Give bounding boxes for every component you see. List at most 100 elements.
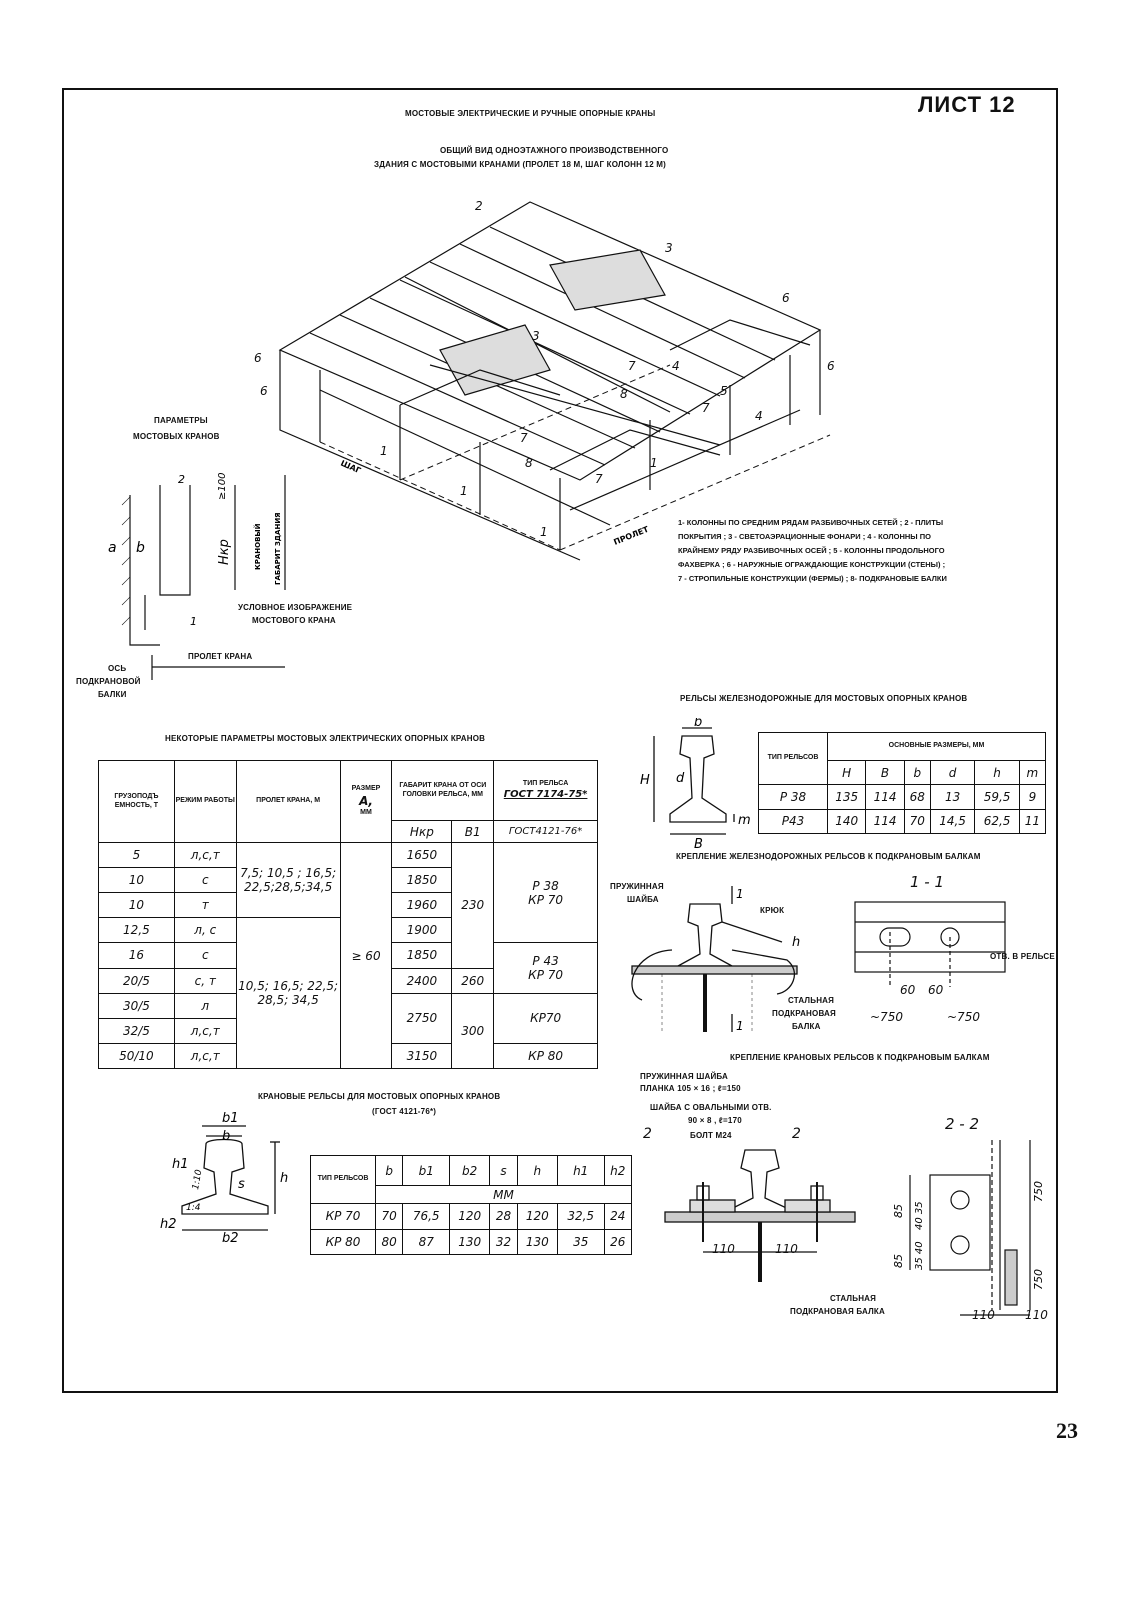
callout-7: 7 — [628, 359, 636, 373]
general-view-title-1: ОБЩИЙ ВИД ОДНОЭТАЖНОГО ПРОИЗВОДСТВЕННОГО — [440, 146, 669, 155]
crane-beam-flange — [664, 1211, 856, 1223]
cell-mode: л,с,т — [173, 1042, 237, 1070]
span-group1-line1: 7,5; 10,5 ; 16,5; — [240, 866, 337, 881]
cell-mode: с, т — [173, 967, 237, 994]
clamp-plate-right — [784, 1199, 831, 1213]
dim-b1: b1 — [222, 1111, 239, 1126]
cell: 70 — [903, 808, 931, 835]
callout-2: 2 — [475, 199, 483, 213]
dim-60b: 60 — [928, 983, 944, 997]
header-rail-type: ТИП РЕЛЬСОВ — [758, 731, 828, 786]
header-rail-type: ТИП РЕЛЬСОВ — [310, 1155, 376, 1204]
cell-b1-230: 230 — [451, 842, 495, 969]
cell-hkr: 2750 — [391, 992, 453, 1044]
callout-1: 1 — [380, 444, 388, 458]
spring-washer-1: ПРУЖИННАЯ — [610, 882, 664, 891]
nut-left — [696, 1185, 710, 1201]
num-2: 2 — [178, 473, 185, 486]
callout-8b: 8 — [525, 456, 533, 470]
header-size: РАЗМЕР α, ММ — [339, 760, 393, 843]
general-view-title-2: ЗДАНИЯ С МОСТОВЫМИ КРАНАМИ (ПРОЛЕТ 18 м,… — [374, 160, 666, 169]
cell-capacity: 30/5 — [98, 992, 175, 1019]
table-row: Р43 140 114 70 14,5 62,5 11 — [758, 808, 1047, 835]
cell-type: Р 38 — [758, 784, 828, 810]
dim-750b: ~750 — [947, 1010, 980, 1024]
clamp-plate-left — [689, 1199, 736, 1213]
callout-1b: 1 — [460, 484, 468, 498]
crane-rail-fastening-drawing — [664, 1149, 856, 1282]
cell: 26 — [603, 1228, 633, 1255]
cell: 70 — [374, 1203, 404, 1230]
cell-hkr: 1850 — [391, 942, 453, 969]
cell-hkr: 1650 — [391, 841, 453, 869]
cell: 62,5 — [974, 808, 1020, 835]
cell-capacity: 16 — [98, 942, 175, 969]
beam-label-1: СТАЛЬНАЯ — [830, 1294, 877, 1303]
crane-rail-outline — [181, 1138, 269, 1215]
crane-rails-table: ТИП РЕЛЬСОВ b b1 b2 s h h1 h2 ММ КР 70 7… — [310, 1155, 633, 1255]
legend-line: ФАХВЕРКА ; 6 - НАРУЖНЫЕ ОГРАЖДАЮЩИЕ КОНС… — [678, 560, 946, 569]
cell: 76,5 — [402, 1203, 451, 1230]
cell: 28 — [489, 1203, 518, 1230]
label-hole: ОТВ. В РЕЛЬСЕ — [990, 952, 1055, 961]
header-clearance: ГАБАРИТ КРАНА ОТ ОСИ ГОЛОВКИ РЕЛЬСА, ММ — [391, 760, 495, 821]
table-row: 30/5 л 2750 300 КР70 — [98, 992, 598, 1070]
cell-capacity: 12,5 — [98, 917, 175, 944]
table-row: Р 38 135 114 68 13 59,5 9 — [758, 784, 1047, 810]
table-row: 50/10 л,с,т 3150 КР 80 — [98, 1042, 598, 1070]
cell-span-group2: 10,5; 16,5; 22,5; 28,5; 34,5 — [235, 917, 341, 1069]
cell: 24 — [603, 1203, 633, 1230]
col-b2: b2 — [449, 1155, 491, 1186]
callout-7d: 7 — [595, 472, 603, 486]
section-1-1: 1 - 1 — [910, 873, 945, 891]
label-crane-clearance: КРАНОВЫЙ — [253, 523, 262, 570]
cell: 59,5 — [974, 784, 1020, 810]
table-row: 10 с 1850 — [98, 867, 598, 894]
grid-axis-line — [399, 364, 671, 481]
table-row: КР 80 80 87 130 32 130 35 26 — [310, 1228, 633, 1255]
label-axis-2: ПОДКРАНОВОЙ — [76, 677, 141, 686]
hook-leader — [721, 921, 783, 943]
cell-hkr: 3150 — [391, 1042, 453, 1070]
rail-kr70c: КР70 — [493, 992, 598, 1044]
rail-kr70b: КР 70 — [528, 968, 564, 983]
rail-plan-outline — [854, 901, 1006, 973]
rail-kr80: КР 80 — [493, 1042, 598, 1070]
grid-axis-line — [319, 441, 561, 551]
callout-1c: 1 — [540, 525, 548, 539]
table-row: 5 л,с,т 7,5; 10,5 ; 16,5; 22,5;28,5;34,5… — [98, 841, 598, 1069]
col-b1: b1 — [402, 1155, 451, 1186]
dim-d: d — [676, 771, 685, 786]
railway-rails-table: ТИП РЕЛЬСОВ ОСНОВНЫЕ РАЗМЕРЫ, ММ H B b d… — [758, 731, 1047, 835]
dim-H: H — [640, 773, 650, 788]
dim-85b: 85 — [892, 1254, 905, 1268]
cell: 32 — [489, 1228, 518, 1255]
span-group1-line2: 22,5;28,5;34,5 — [243, 880, 333, 895]
dim-a: a — [108, 540, 117, 556]
label-oval-dims: 90 × 8 , ℓ=170 — [688, 1116, 742, 1125]
header-capacity: ГРУЗОПОДЪ ЕМНОСТЬ, Т — [98, 760, 175, 843]
dim-750a: 750 — [1032, 1181, 1045, 1202]
span-group2-line2: 28,5; 34,5 — [257, 993, 319, 1008]
callout-7c: 7 — [520, 431, 528, 445]
cell-mode: т — [173, 892, 237, 919]
cell-b1-300: 300 — [451, 992, 495, 1070]
header-mode: РЕЖИМ РАБОТЫ — [173, 760, 237, 843]
cell-capacity: 5 — [98, 841, 175, 869]
label-building-clearance: ГАБАРИТ ЗДАНИЯ — [274, 512, 282, 585]
steel-beam-1: СТАЛЬНАЯ — [788, 996, 835, 1005]
dim-110d: 110 — [1025, 1308, 1048, 1322]
crane-beam — [569, 409, 801, 511]
slope-1-10: 1:10 — [191, 1169, 204, 1191]
page-number: 23 — [1056, 1418, 1078, 1443]
mark-2a: 2 — [643, 1126, 652, 1142]
cell: 130 — [516, 1228, 558, 1255]
dim-110c: 110 — [972, 1308, 995, 1322]
cell-mode: л — [173, 992, 237, 1019]
dim-60a: 60 — [900, 983, 916, 997]
roof-outline — [278, 201, 822, 481]
cell-rail-group1: Р 38 КР 70 — [493, 841, 598, 944]
fastening-crane-title: КРЕПЛЕНИЕ КРАНОВЫХ РЕЛЬСОВ К ПОДКРАНОВЫМ… — [730, 1053, 990, 1062]
dim-110a: 110 — [712, 1242, 735, 1256]
unit-mm: ММ — [375, 1185, 632, 1204]
